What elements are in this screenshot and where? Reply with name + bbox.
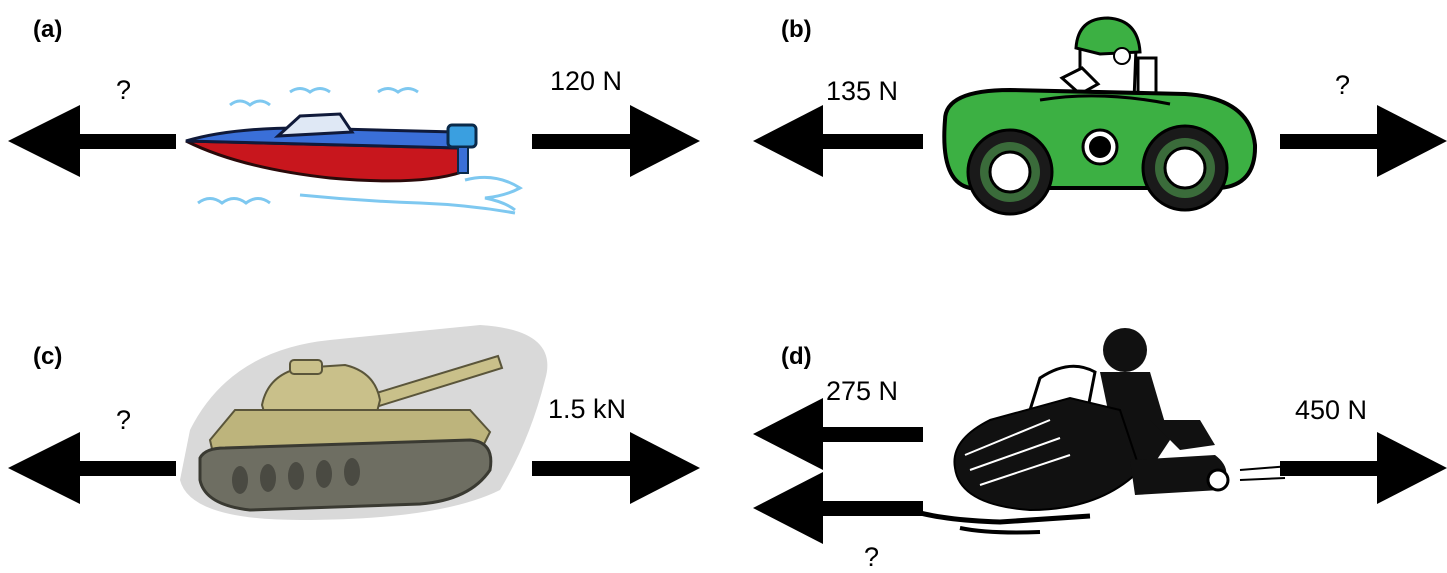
force-label-d-left-top: 275 N: [826, 376, 899, 406]
arrow-b-right: [1280, 105, 1447, 177]
panel-label-d: (d): [781, 343, 812, 370]
force-label-d-left-bottom: ?: [864, 542, 880, 572]
tank-icon: [180, 325, 548, 520]
snowmobile-icon: [909, 328, 1291, 535]
panel-label-a: (a): [33, 16, 63, 43]
arrow-b-left: [753, 105, 923, 177]
arrow-d-right: [1280, 432, 1447, 504]
arrow-c-left: [8, 432, 176, 504]
arrow-a-left: [8, 105, 176, 177]
arrow-c-right: [532, 432, 700, 504]
race-car-icon: [942, 16, 1258, 216]
arrow-d-left-top: [753, 398, 923, 470]
arrow-a-right: [532, 105, 700, 177]
force-label-a-right: 120 N: [550, 66, 623, 96]
force-label-d-right: 450 N: [1295, 395, 1368, 425]
arrow-d-left-bottom: [753, 472, 923, 544]
force-label-b-right: ?: [1335, 70, 1351, 100]
panel-label-c: (c): [33, 343, 63, 370]
force-label-b-left: 135 N: [826, 76, 899, 106]
panel-label-b: (b): [781, 16, 812, 43]
speedboat-icon: [185, 87, 523, 215]
force-label-a-left: ?: [116, 75, 132, 105]
force-label-c-left: ?: [116, 405, 132, 435]
force-label-c-right: 1.5 kN: [548, 394, 627, 424]
